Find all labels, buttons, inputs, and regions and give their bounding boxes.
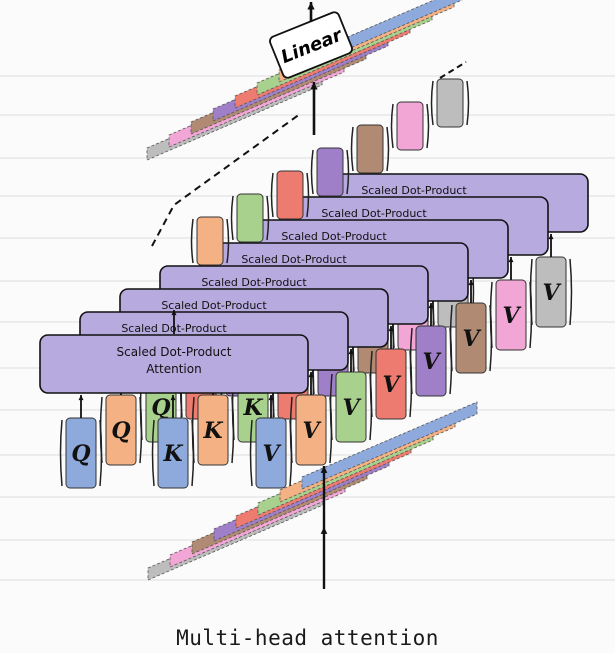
vector-label-k: K [162,441,183,467]
value-arrow-head [268,395,274,401]
vector-label-v: V [302,418,321,444]
attention-box-subtitle: Attention [146,362,201,376]
tile-body [276,170,304,220]
value-arrow-head [308,372,314,378]
vector-label-q: Q [71,441,90,467]
value-arrow-head [428,303,434,309]
tile-body [356,124,384,174]
attention-box-back-title: Scaled Dot-Product [361,184,467,197]
attention-box-back-title: Scaled Dot-Product [201,276,307,289]
tile-bracket-left [350,126,354,172]
value-arrow-head [548,234,554,240]
value-tile [529,256,573,328]
tile-bracket-right [369,373,373,441]
tile-body [436,78,464,128]
key-tile [151,417,195,489]
head-output-tile [270,170,310,220]
value-arrow-head [468,280,474,286]
tile-bracket-left [430,80,434,126]
head-output-tile [350,124,390,174]
tile-bracket-right [306,172,310,218]
value-tile [249,417,293,489]
tile-bracket-left [390,103,394,149]
value-arrow-head [508,257,514,263]
vector-label-v: V [502,303,521,329]
vector-label-v: V [382,372,401,398]
tile-bracket-right [289,419,293,487]
tile-bracket-right [529,281,533,349]
vector-label-v: V [342,395,361,421]
strip-band [301,401,478,490]
head-output-tile [230,193,270,243]
tile-bracket-right [386,126,390,172]
head-output-tile [430,78,470,128]
tile-bracket-left [190,218,194,264]
tile-bracket-right [569,258,573,326]
tile-bracket-right [139,396,143,464]
attention-box-back-title: Scaled Dot-Product [321,207,427,220]
vector-label-k: K [242,395,263,421]
tile-bracket-right [466,80,470,126]
linear-box [269,11,353,79]
tile-bracket-right [226,218,230,264]
vector-label-v: V [542,280,561,306]
vector-label-v: V [422,349,441,375]
vector-label-v: V [462,326,481,352]
input-arrow-lower-head [320,527,328,534]
input-arrow-upper-head [320,466,328,473]
tile-bracket-right [489,304,493,372]
tile-body [236,193,264,243]
attention-box-back-title: Scaled Dot-Product [161,299,267,312]
attention-box-body [39,334,309,394]
tile-bracket-right [426,103,430,149]
tile-bracket-right [266,195,270,241]
concat-to-linear-arrow-head [310,82,318,90]
head-output-tile [390,101,430,151]
tile-bracket-left [230,195,234,241]
attention-box-head-1 [39,334,309,394]
tile-bracket-right [329,396,333,464]
query-tile [59,417,103,489]
linear-output-arrow-head [307,2,315,10]
value-arrow-head [388,326,394,332]
tile-body [196,216,224,266]
tile-body [396,101,424,151]
dashed-projection-right [439,61,467,79]
vector-label-q: Q [151,395,170,421]
tile-bracket-left [310,149,314,195]
head-output-tile [190,216,230,266]
tile-body [316,147,344,197]
tile-bracket-left [249,419,253,487]
value-arrow-head [348,349,354,355]
query-arrow-head [78,395,84,401]
key-arrow-head [170,395,176,401]
attention-box-back-title: Scaled Dot-Product [281,230,387,243]
attention-box-back-title: Scaled Dot-Product [241,253,347,266]
vector-label-q: Q [111,418,130,444]
tile-bracket-right [191,419,195,487]
tile-bracket-right [409,350,413,418]
tile-bracket-right [449,327,453,395]
tile-bracket-left [270,172,274,218]
vector-label-v: V [262,441,281,467]
attention-box-title: Scaled Dot-Product [117,345,232,359]
head-output-tile [310,147,350,197]
tile-bracket-left [59,419,63,487]
tile-bracket-right [99,419,103,487]
dashed-projection-left [151,113,301,247]
value-tile [489,279,533,351]
head-output-arrow-head [171,310,177,316]
tile-bracket-right [346,149,350,195]
vector-label-k: K [202,418,223,444]
caption: Multi-head attention [176,626,439,650]
tile-bracket-left [151,419,155,487]
tile-bracket-right [231,396,235,464]
